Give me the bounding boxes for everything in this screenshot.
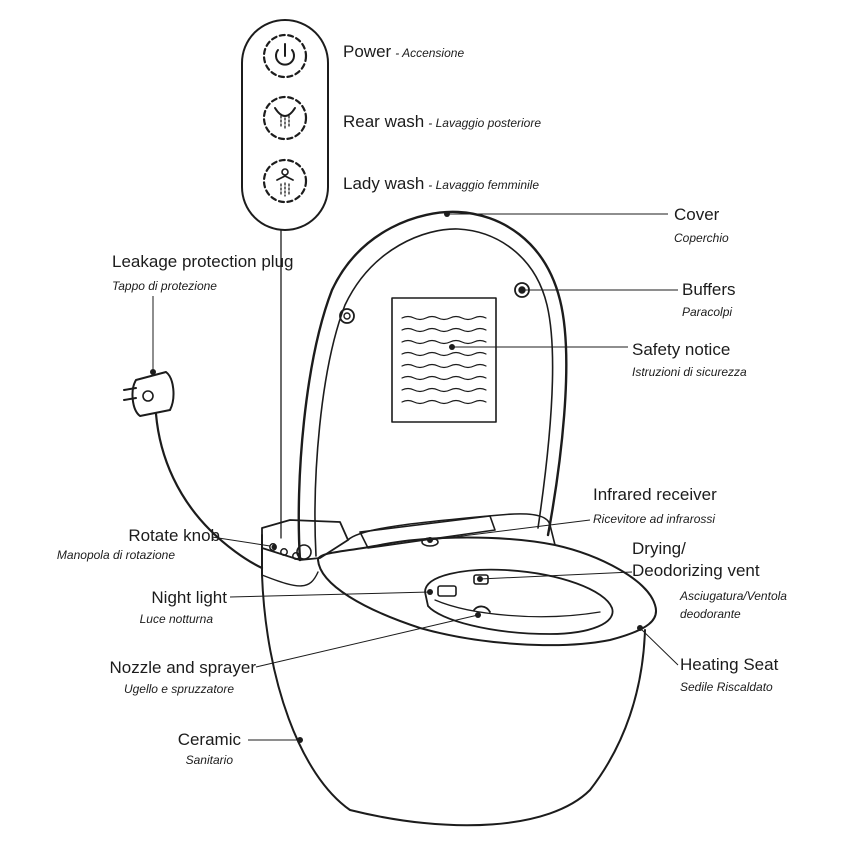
lady-wash-label: Lady wash- Lavaggio femminile (343, 174, 539, 193)
drying-vent-sublabel-line2: deodorante (680, 607, 741, 621)
rotate-knob-label: Rotate knob (128, 526, 220, 545)
cover-sublabel: Coperchio (674, 231, 729, 245)
seat-opening (424, 568, 614, 635)
cover-label: Cover (674, 205, 720, 224)
night-light-sublabel: Luce notturna (139, 612, 213, 626)
leakage-plug-sublabel: Tappo di protezione (112, 279, 217, 293)
infrared-receiver-label: Infrared receiver (593, 485, 717, 504)
nozzle-icon (473, 605, 491, 613)
leader-lines (152, 213, 679, 741)
leakage-plug-label: Leakage protection plug (112, 252, 294, 271)
bowl-side-line (261, 571, 319, 587)
nozzle-sublabel: Ugello e spruzzatore (123, 682, 234, 696)
safety-notice-sticker (391, 297, 497, 423)
infrared-receiver-sublabel: Ricevitore ad infrarossi (593, 512, 716, 526)
rear-unit (261, 519, 349, 561)
power-label: Power- Accensione (343, 42, 465, 61)
safety-notice-label: Safety notice (632, 340, 731, 359)
dryer-vent-icon (473, 574, 489, 585)
drying-vent-sublabel-line1: Asciugatura/Ventola (680, 589, 787, 603)
ceramic-label: Ceramic (177, 730, 241, 749)
power-cable (154, 412, 264, 570)
hinge-icon (296, 544, 312, 560)
rear-wash-label: Rear wash- Lavaggio posteriore (343, 112, 541, 131)
ceramic-sublabel: Sanitario (185, 753, 233, 767)
infrared-window (359, 515, 496, 549)
safety-notice-wavy-text (401, 315, 487, 405)
rotate-knob-sublabel: Manopola di rotazione (56, 548, 175, 562)
lady-wash-button-icon (262, 158, 308, 204)
leakage-plug-icon (123, 371, 175, 417)
buffer-icon (339, 308, 355, 324)
night-light-label: Night light (151, 588, 227, 607)
rotate-knob-icon (280, 548, 288, 556)
cover-lid (297, 210, 568, 562)
night-light-icon (437, 585, 457, 597)
leader-dots (150, 211, 643, 743)
power-button-icon (262, 33, 308, 79)
drying-vent-label-line2: Deodorizing vent (632, 561, 760, 580)
drying-vent-label-line1: Drying/ (632, 539, 686, 558)
rear-wash-button-icon (262, 95, 308, 141)
cover-inner-edge (314, 228, 554, 557)
buffers-label: Buffers (682, 280, 736, 299)
nozzle-label: Nozzle and sprayer (109, 658, 256, 677)
heating-seat-label: Heating Seat (680, 655, 779, 674)
safety-notice-sublabel: Istruzioni di sicurezza (632, 365, 747, 379)
ceramic-bowl (261, 534, 646, 827)
heating-seat (317, 536, 658, 647)
bowl-inner-rim (434, 599, 601, 618)
buffers-sublabel: Paracolpi (682, 305, 733, 319)
remote-control (241, 19, 329, 231)
heating-seat-sublabel: Sedile Riscaldato (680, 680, 773, 694)
